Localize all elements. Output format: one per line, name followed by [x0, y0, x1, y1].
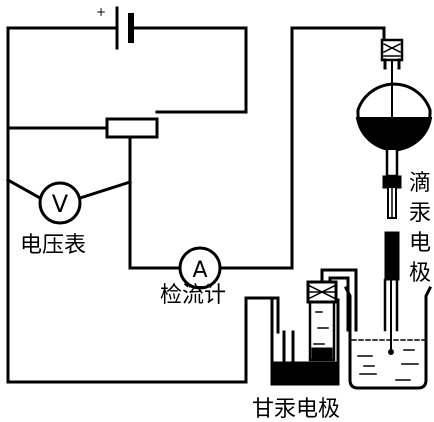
wire-to-dme — [218, 26, 386, 270]
voltmeter-symbol: V — [52, 190, 69, 218]
dme-label-char-4: 极 — [409, 261, 431, 286]
dropping-mercury-electrode-icon — [383, 231, 400, 355]
voltmeter-label: 电压表 — [20, 233, 86, 258]
rheostat-icon — [105, 117, 159, 152]
battery-icon — [115, 6, 134, 50]
voltmeter-icon — [38, 181, 82, 225]
mercury-reservoir-icon — [355, 38, 433, 219]
galvanometer-label: 检流计 — [160, 283, 226, 308]
calomel-electrode-label: 甘汞电极 — [252, 397, 340, 422]
dme-label-char-1: 滴 — [409, 171, 431, 196]
wire-left-bottom — [6, 26, 280, 384]
circuit-wires — [5, 26, 386, 384]
galvanometer-icon — [178, 246, 222, 290]
battery-plus-label: + — [96, 5, 106, 19]
dme-label-char-3: 电 — [409, 231, 431, 256]
voltmeter-lead-right — [78, 180, 132, 200]
salt-bridge-icon — [320, 268, 358, 332]
voltmeter-lead-left — [5, 177, 43, 201]
ammeter-symbol: A — [192, 258, 207, 283]
dme-label-char-2: 汞 — [409, 201, 431, 226]
calomel-electrode-icon — [270, 280, 340, 386]
wire-slider — [128, 138, 182, 270]
wire-top-right — [129, 26, 248, 114]
electrolysis-beaker-icon — [343, 285, 433, 390]
